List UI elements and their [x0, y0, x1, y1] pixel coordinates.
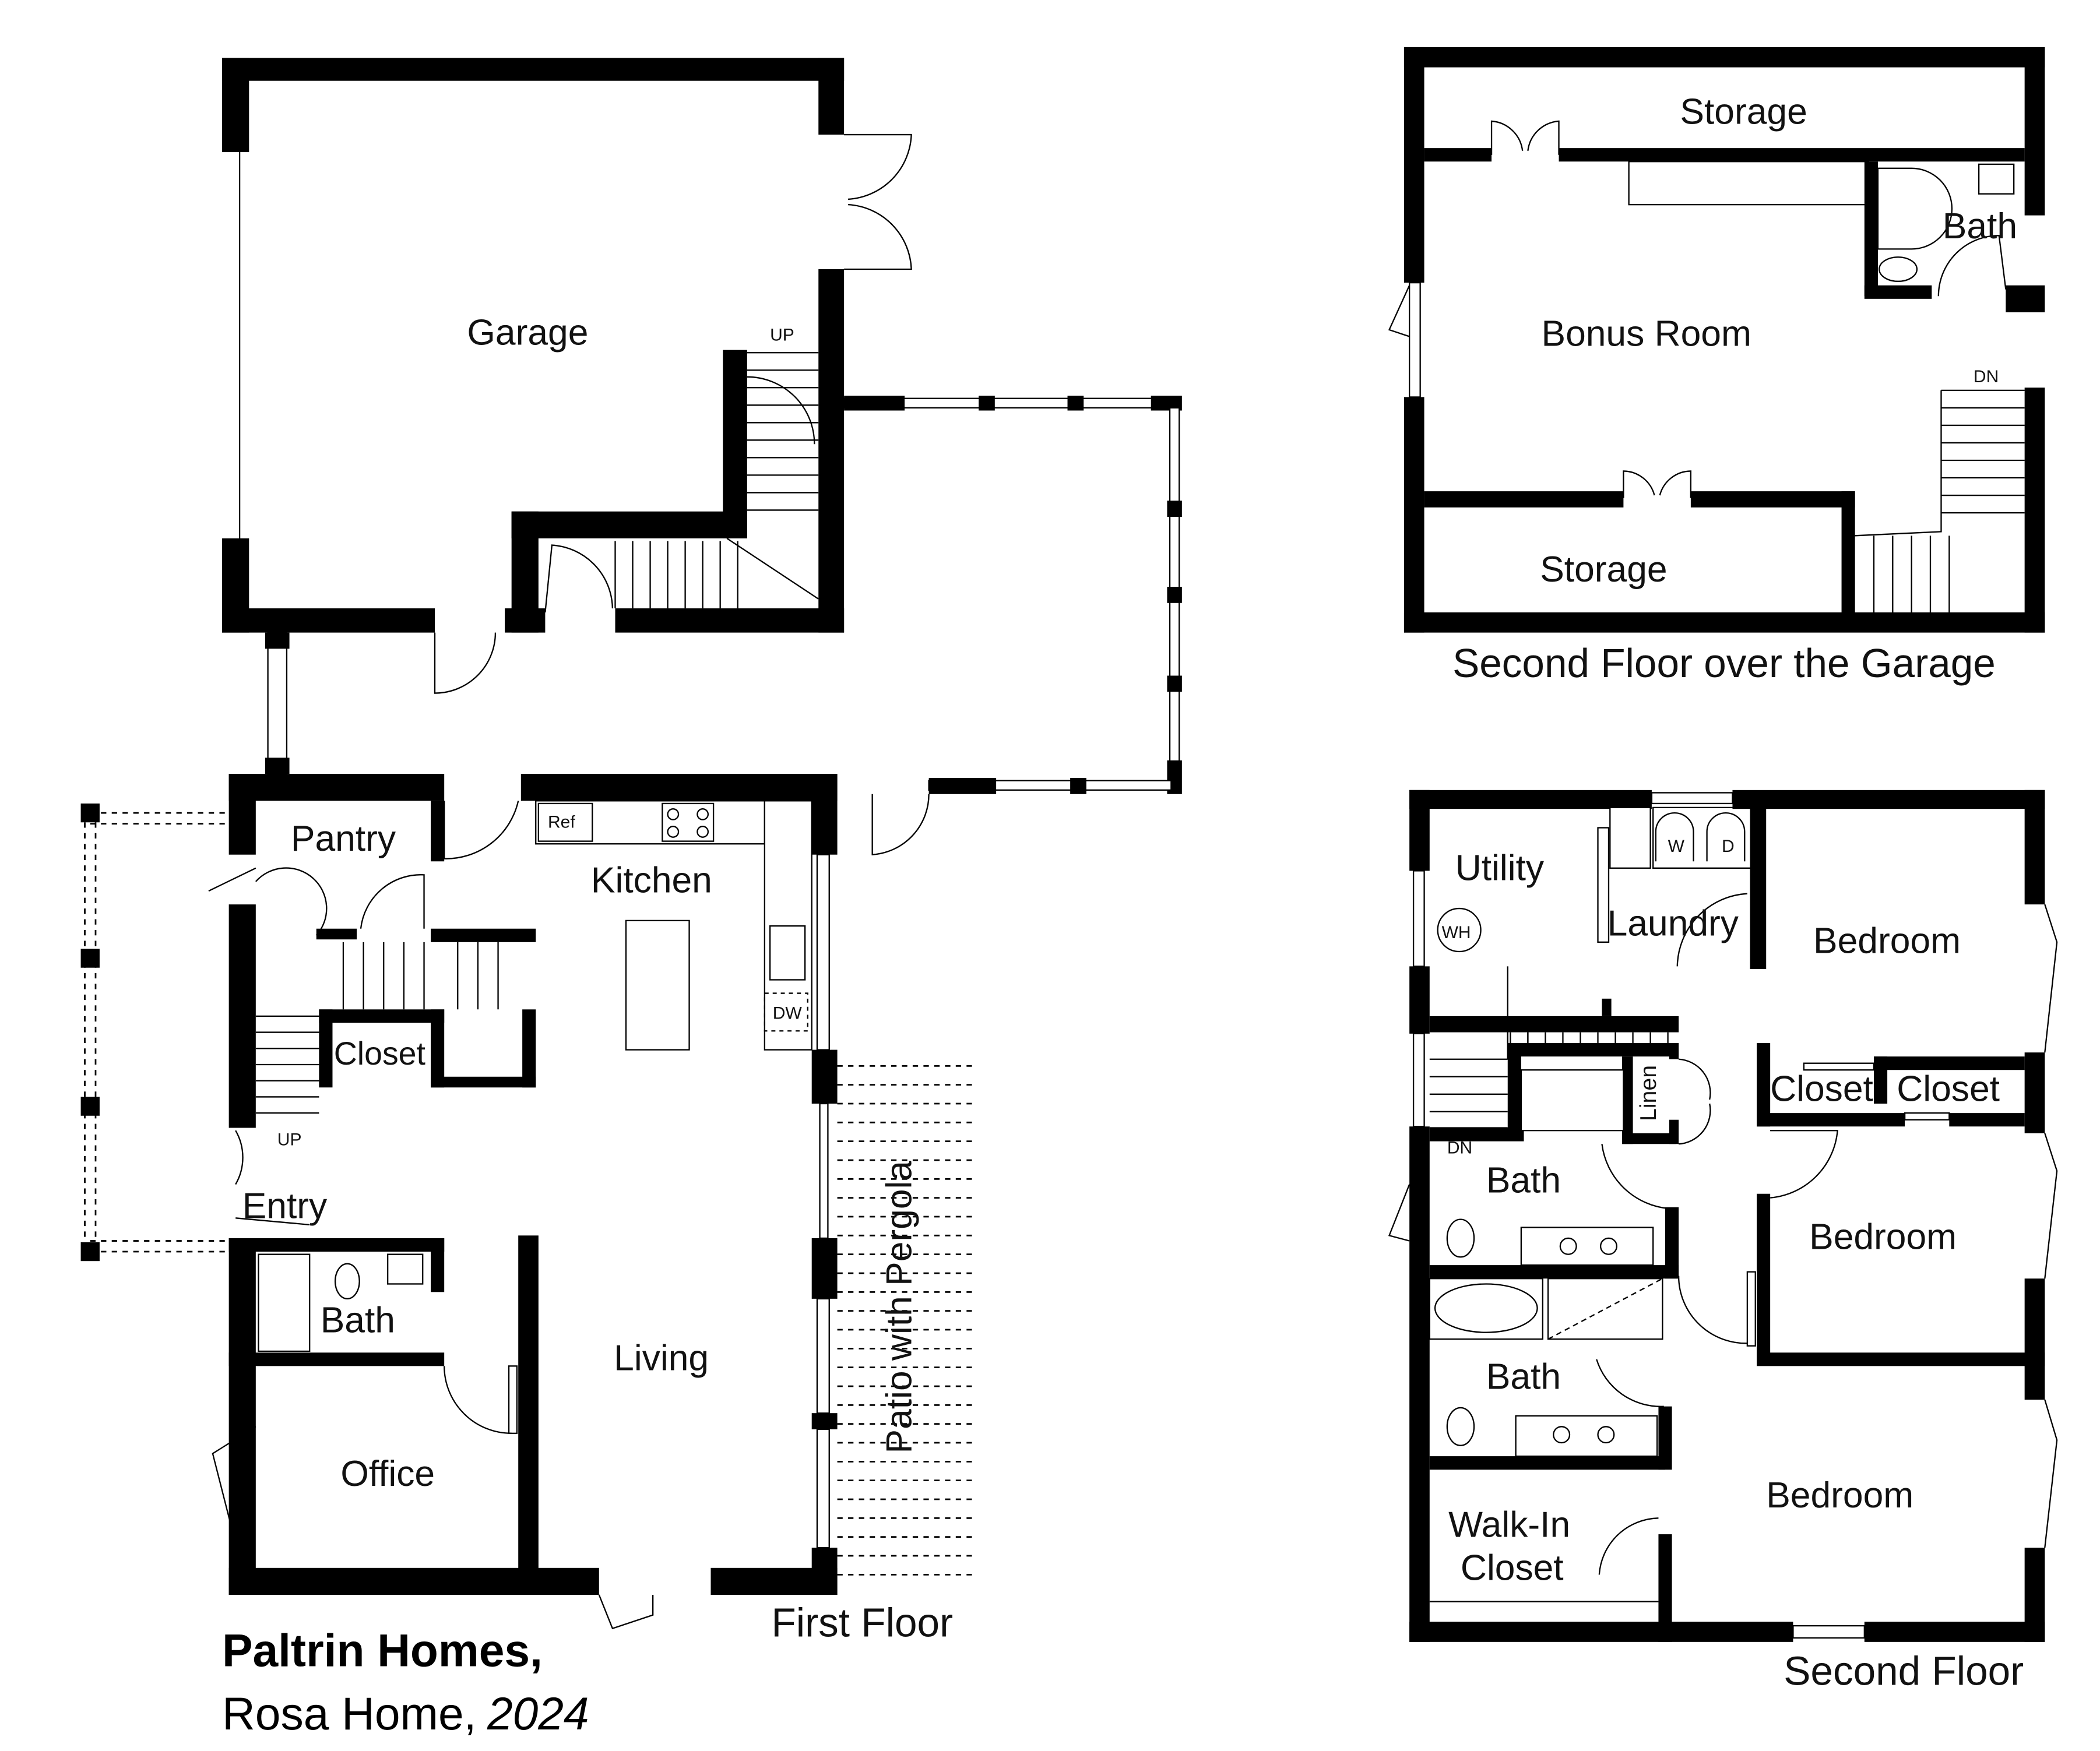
- room-label-bedroom-2: Bedroom: [1809, 1217, 1957, 1257]
- room-label-bedroom-1: Bedroom: [1813, 921, 1961, 961]
- caption-garage-second-floor: Second Floor over the Garage: [1452, 640, 1996, 686]
- room-label-bonus-room: Bonus Room: [1542, 314, 1751, 354]
- room-label-walk-in-line-2: Closet: [1461, 1548, 1564, 1588]
- room-label-storage-top: Storage: [1680, 92, 1807, 132]
- dishwasher-label: DW: [773, 1003, 803, 1023]
- water-heater-label: WH: [1442, 923, 1471, 942]
- room-label-patio: Patio with Pergola: [880, 1161, 920, 1454]
- kitchen-appliances: [537, 802, 808, 1032]
- room-label-laundry: Laundry: [1607, 903, 1739, 943]
- washer-label: W: [1668, 837, 1685, 856]
- room-label-entry: Entry: [242, 1186, 328, 1226]
- garage-upper-stairs: [1855, 389, 2025, 612]
- title-home-name: Rosa Home,: [222, 1688, 476, 1739]
- breezeway: [265, 396, 1182, 794]
- room-label-bedroom-3: Bedroom: [1766, 1475, 1913, 1516]
- garage-upper-walls: [1388, 47, 2045, 633]
- room-label-office: Office: [340, 1454, 435, 1494]
- room-label-utility: Utility: [1455, 848, 1545, 889]
- room-label-bath-2: Bath: [1486, 1357, 1561, 1397]
- room-label-bath-first: Bath: [321, 1301, 395, 1341]
- entry-stairs: [255, 942, 499, 1114]
- room-label-living: Living: [614, 1338, 709, 1378]
- title-home: Rosa Home,2024: [222, 1688, 589, 1739]
- room-label-storage-bottom: Storage: [1540, 549, 1667, 590]
- garage-stairs: [614, 352, 819, 609]
- pergola-covered-porch: [80, 803, 229, 1262]
- room-label-pantry: Pantry: [291, 819, 396, 859]
- refrigerator-label: Ref: [548, 813, 575, 832]
- dryer-label: D: [1722, 837, 1735, 856]
- up-label-entry: UP: [277, 1130, 302, 1150]
- room-label-linen: Linen: [1635, 1065, 1661, 1121]
- room-label-bath-garage-upper: Bath: [1943, 206, 2017, 246]
- room-label-garage: Garage: [467, 312, 588, 353]
- room-label-closet-2: Closet: [1897, 1069, 2000, 1109]
- title-company: Paltrin Homes,: [222, 1625, 543, 1676]
- caption-first-floor: First Floor: [771, 1600, 953, 1646]
- up-label-garage: UP: [770, 325, 794, 344]
- dn-label-second-floor: DN: [1447, 1138, 1472, 1157]
- first-floor-bath-fixtures: [258, 1253, 424, 1352]
- title-year: 2024: [487, 1688, 589, 1739]
- room-label-bath-1: Bath: [1486, 1160, 1561, 1200]
- room-label-closet-1: Closet: [1770, 1069, 1873, 1109]
- dn-label-garage-upper: DN: [1974, 367, 1999, 386]
- house-walls: [208, 774, 930, 1630]
- pergola-patio: [837, 1065, 972, 1576]
- second-floor-walls: [1388, 790, 2058, 1642]
- room-label-walk-in-line-1: Walk-In: [1448, 1505, 1570, 1545]
- caption-second-floor: Second Floor: [1784, 1648, 2024, 1694]
- room-label-closet: Closet: [334, 1035, 425, 1072]
- room-label-kitchen: Kitchen: [591, 860, 712, 900]
- garage-walls: [222, 58, 912, 694]
